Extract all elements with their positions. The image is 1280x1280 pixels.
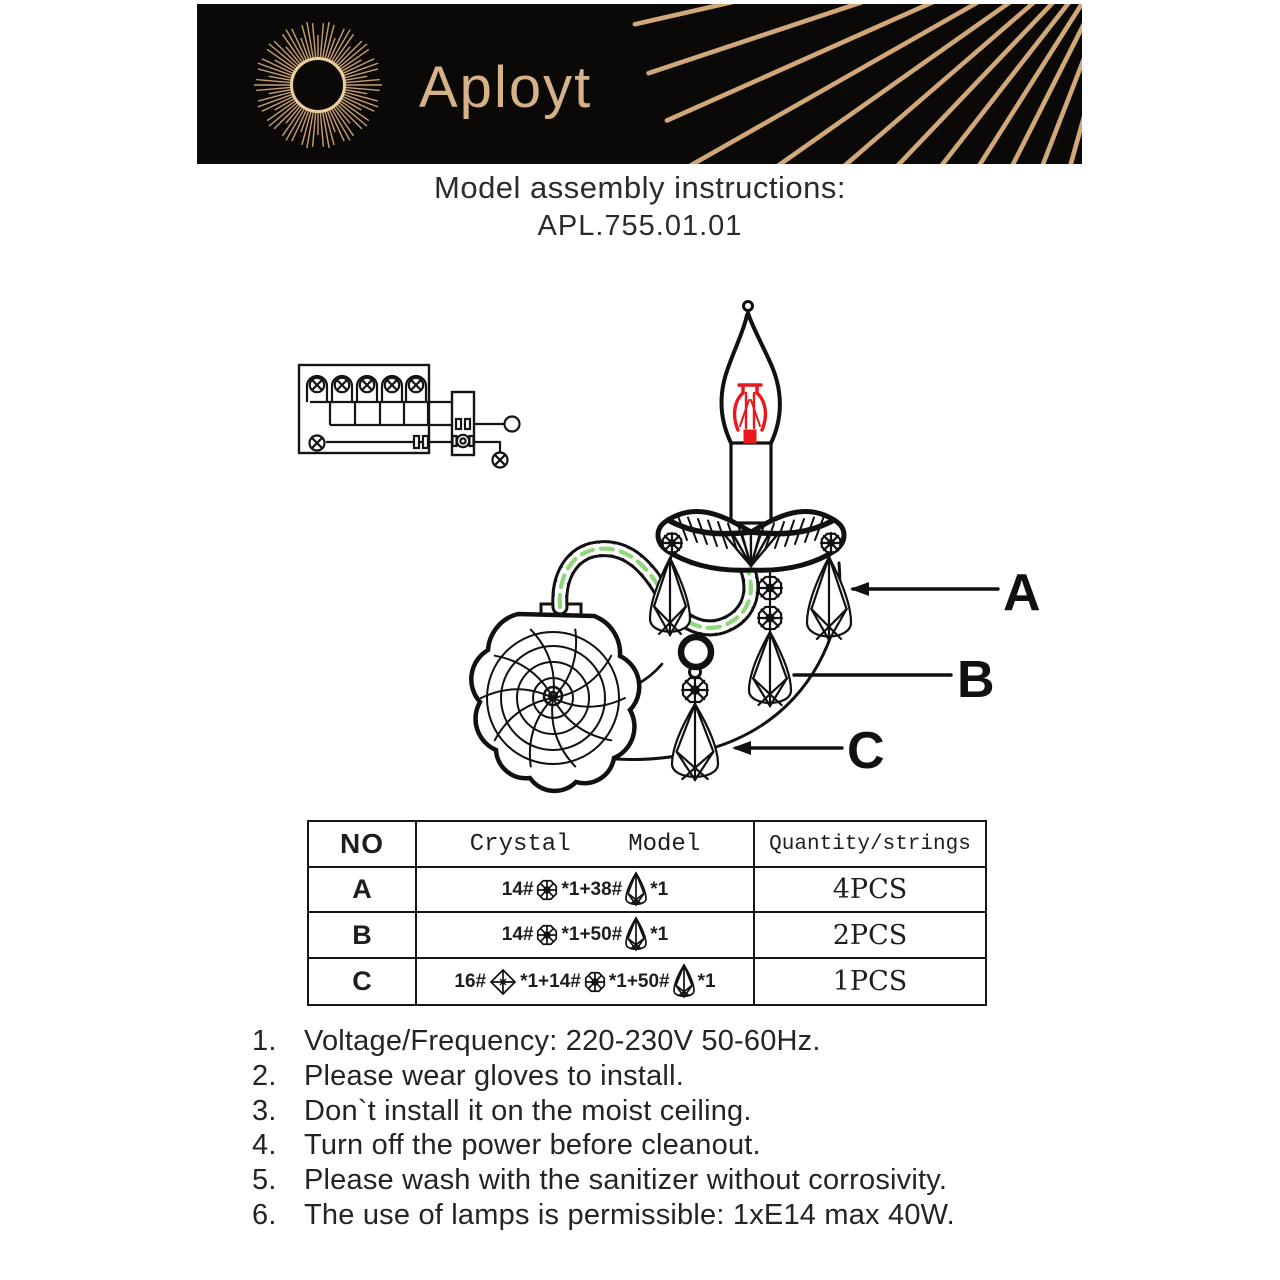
octagon-bead-icon	[537, 879, 558, 900]
page-title: Model assembly instructions:	[434, 170, 846, 205]
instruction-number: 1.	[252, 1025, 277, 1057]
row-crystal-formula: 14# *1+50# *1	[415, 911, 755, 959]
formula-text: *1	[697, 970, 716, 992]
formula-text: *1+50#	[608, 970, 670, 992]
instruction-item: 1. Voltage/Frequency: 220-230V 50-60Hz.	[252, 1024, 1112, 1059]
row-no: C	[307, 957, 417, 1006]
formula-text: *1+14#	[520, 970, 581, 992]
candle-bulb	[719, 300, 782, 525]
row-quantity: 4PCS	[753, 866, 987, 913]
instruction-item: 3. Don`t install it on the moist ceiling.	[252, 1094, 1112, 1129]
instruction-text: Voltage/Frequency: 220-230V 50-60Hz.	[304, 1025, 821, 1057]
diamond-crystal-icon	[489, 968, 517, 995]
formula-text: 16#	[454, 970, 487, 992]
formula-text: *1+38#	[561, 878, 623, 900]
formula-text: *1	[650, 924, 669, 945]
label-c: C	[847, 722, 885, 780]
formula-text: *1+50#	[561, 924, 623, 945]
instruction-item: 4. Turn off the power before cleanout.	[252, 1128, 1112, 1163]
instruction-number: 2.	[252, 1059, 277, 1092]
instruction-number: 3.	[252, 1094, 277, 1127]
octagon-bead-icon	[537, 924, 558, 946]
instruction-item: 5. Please wash with the sanitizer without…	[252, 1163, 1112, 1198]
brand-banner: Aployt	[197, 4, 1082, 164]
label-b: B	[957, 651, 995, 709]
instruction-text: Please wash with the sanitizer without c…	[304, 1164, 948, 1197]
row-quantity: 2PCS	[753, 911, 987, 959]
instruction-text: Please wear gloves to install.	[304, 1059, 684, 1092]
instruction-number: 4.	[252, 1129, 277, 1162]
banner-art	[254, 4, 1082, 164]
wall-plate	[469, 602, 642, 794]
instruction-number: 6.	[252, 1198, 277, 1231]
teardrop-crystal-icon	[625, 870, 648, 906]
octagon-bead-icon	[584, 971, 605, 992]
formula-text: *1	[650, 878, 669, 900]
formula-text: 14#	[501, 924, 534, 945]
instruction-text: Don`t install it on the moist ceiling.	[304, 1094, 752, 1127]
formula-text: 14#	[501, 878, 534, 900]
instruction-number: 5.	[252, 1164, 277, 1197]
sconce-drawing	[469, 300, 1000, 794]
sunburst-icon	[254, 21, 382, 149]
assembly-diagram: A B C	[297, 300, 1041, 794]
col-header-no: NO	[307, 820, 417, 868]
instruction-item: 6. The use of lamps is permissible: 1xE14…	[252, 1198, 1112, 1233]
wiring-schematic	[297, 363, 521, 469]
instruction-item: 2. Please wear gloves to install.	[252, 1059, 1112, 1094]
row-quantity: 1PCS	[753, 957, 987, 1006]
col-header-qty: Quantity/strings	[753, 820, 987, 868]
instruction-text: The use of lamps is permissible: 1xE14 m…	[304, 1198, 955, 1231]
crystal-pendants	[648, 531, 853, 783]
row-no: A	[307, 866, 417, 913]
teardrop-crystal-icon	[625, 916, 648, 952]
col-header-crystal: Crystal Model	[415, 820, 755, 868]
title-block: Model assembly instructions: APL.755.01.…	[0, 170, 1280, 243]
row-crystal-formula: 14# *1+38# *1	[415, 866, 755, 913]
brand-name: Aployt	[419, 55, 593, 120]
row-crystal-formula: 16# *1+14# *1+50# *1	[415, 957, 755, 1006]
callout-lines	[732, 582, 1000, 755]
instruction-text: Turn off the power before cleanout.	[304, 1129, 761, 1162]
model-number: APL.755.01.01	[537, 210, 743, 242]
filament	[732, 383, 768, 444]
corner-rays-decoration	[632, 4, 1082, 164]
label-a: A	[1003, 564, 1041, 622]
row-no: B	[307, 911, 417, 959]
instructions-list: 1.Voltage/Frequency: 220-230V 50-60Hz.2.…	[252, 1024, 1112, 1233]
arm-scroll-ring	[677, 633, 715, 679]
teardrop-crystal-icon	[672, 962, 695, 998]
bobeche-cup	[655, 509, 847, 573]
